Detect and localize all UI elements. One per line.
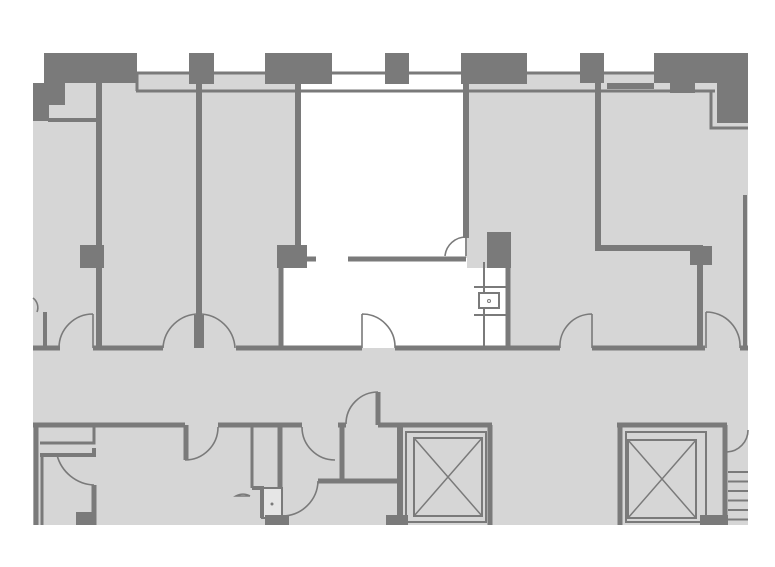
columns [33,53,748,525]
column [690,246,712,265]
floor-areas [33,73,748,525]
core-closet-2 [40,448,96,457]
door-swing [705,311,741,349]
open-room-lower [282,258,467,348]
column [700,515,728,525]
restroom-small-wall [252,486,264,518]
door-swing [56,454,95,486]
column [654,53,748,83]
drain-icon [487,299,491,303]
column [189,53,214,84]
partition-5 [595,83,703,348]
doors [32,236,749,517]
door-swing [58,313,94,349]
column [44,53,137,83]
corridor-and-core [33,348,748,525]
corner-line [709,91,748,130]
column [194,315,204,348]
column [385,53,409,84]
door-swing [559,313,593,349]
elevator-cab [625,431,707,523]
elevator-x-icon [413,437,483,517]
door-swing [184,426,219,461]
door-swing [32,297,39,313]
door-swing [345,391,379,425]
door-swing [233,493,251,497]
walls [33,71,748,525]
column [80,245,104,268]
stairs [728,471,748,521]
door-swing [162,313,236,349]
column [607,83,654,89]
open-room-upper [300,73,465,258]
column [76,512,96,525]
column [265,515,289,525]
column [580,53,604,83]
column [386,515,408,525]
elevator-x-icon [627,439,697,519]
elevator-car [413,437,483,517]
column [717,83,748,123]
door-swing [282,480,319,517]
door-swing [301,426,336,461]
column [670,83,695,93]
column [33,83,49,121]
column [461,53,527,84]
drain-icon [270,502,274,506]
elevator-cab [405,431,487,523]
column [487,232,511,268]
door-swing [444,236,467,257]
door-swing [726,429,749,453]
door-swing [361,313,396,349]
elevator-shafts [405,431,707,523]
restroom-fixtures [270,292,500,506]
elevator-car [627,439,697,519]
core-closet [40,425,96,445]
column [265,53,332,84]
column [277,245,307,268]
